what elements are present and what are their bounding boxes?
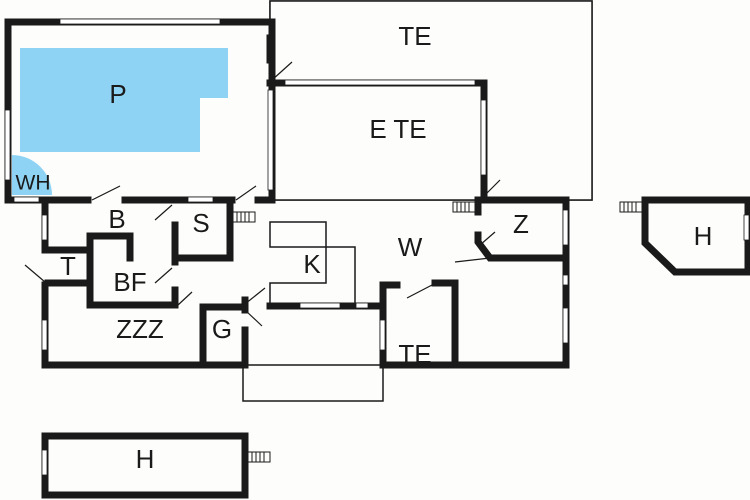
- label-house-right: H: [694, 221, 713, 251]
- label-bathroom: B: [108, 204, 125, 234]
- label-house-bottom: H: [136, 444, 155, 474]
- stairs-icon: [232, 201, 476, 223]
- covered-terrace-walls: [266, 34, 488, 204]
- label-terrace-bottom: TE: [398, 339, 431, 369]
- bottom-terrace-outline: [242, 364, 384, 402]
- house-right-walls: [619, 196, 750, 276]
- label-terrace-top: TE: [398, 21, 431, 51]
- label-toilet: T: [60, 251, 76, 281]
- pool: [20, 48, 228, 152]
- label-living: W: [398, 232, 423, 262]
- whirlpool: [12, 155, 52, 195]
- label-pool: P: [109, 79, 126, 109]
- left-wing-walls: [41, 196, 386, 369]
- label-sauna: S: [192, 208, 209, 238]
- label-room-z: Z: [513, 209, 529, 239]
- house-bottom-walls: [41, 432, 271, 499]
- kitchen-counters: [269, 221, 356, 306]
- label-g: G: [212, 314, 232, 344]
- right-wing-walls: [379, 196, 570, 369]
- label-covered-terrace: E TE: [369, 114, 426, 144]
- label-kitchen: K: [303, 249, 321, 279]
- door-swings: [24, 61, 501, 327]
- label-bf: BF: [113, 267, 146, 297]
- terrace-top-area: [269, 0, 593, 201]
- label-bedroom: ZZZ: [116, 314, 164, 344]
- label-whirlpool: WH: [16, 172, 51, 195]
